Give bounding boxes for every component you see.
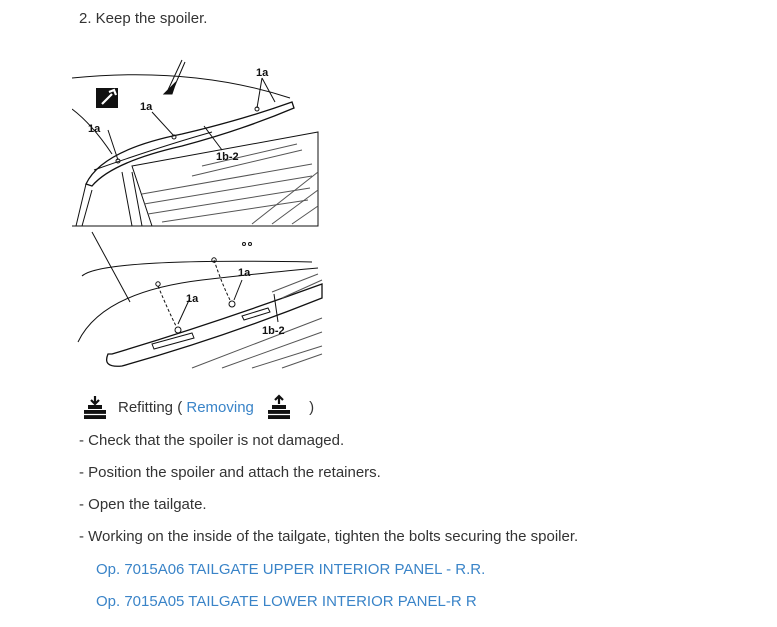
op-lower-panel-link[interactable]: Op. 7015A05 TAILGATE LOWER INTERIOR PANE… <box>96 593 477 610</box>
callout-label: 1a <box>140 101 153 113</box>
op-upper-panel-link[interactable]: Op. 7015A06 TAILGATE UPPER INTERIOR PANE… <box>96 561 486 578</box>
callout-label: 1b-2 <box>262 325 285 337</box>
install-down-icon <box>82 394 108 420</box>
spoiler-diagram: 1a 1a 1a 1b-2 1a 1a 1b-2 <box>72 54 324 370</box>
step-title: 2. Keep the spoiler. <box>79 10 208 27</box>
callout-label: 1a <box>88 123 101 135</box>
instruction-check: - Check that the spoiler is not damaged. <box>79 432 345 449</box>
instruction-open: - Open the tailgate. <box>79 496 207 513</box>
instruction-tighten: - Working on the inside of the tailgate,… <box>79 528 579 545</box>
instruction-position: - Position the spoiler and attach the re… <box>79 464 381 481</box>
refitting-close: ) <box>309 398 315 416</box>
callout-label: 1a <box>256 67 269 79</box>
refitting-label: Refitting ( <box>118 398 183 416</box>
removing-link[interactable]: Removing <box>186 398 254 416</box>
callout-label: 1b-2 <box>216 151 239 163</box>
remove-up-icon[interactable] <box>266 394 292 420</box>
callout-label: 1a <box>238 267 251 279</box>
callout-label: 1a <box>186 293 199 305</box>
refitting-row: Refitting ( Removing ) <box>82 394 314 420</box>
